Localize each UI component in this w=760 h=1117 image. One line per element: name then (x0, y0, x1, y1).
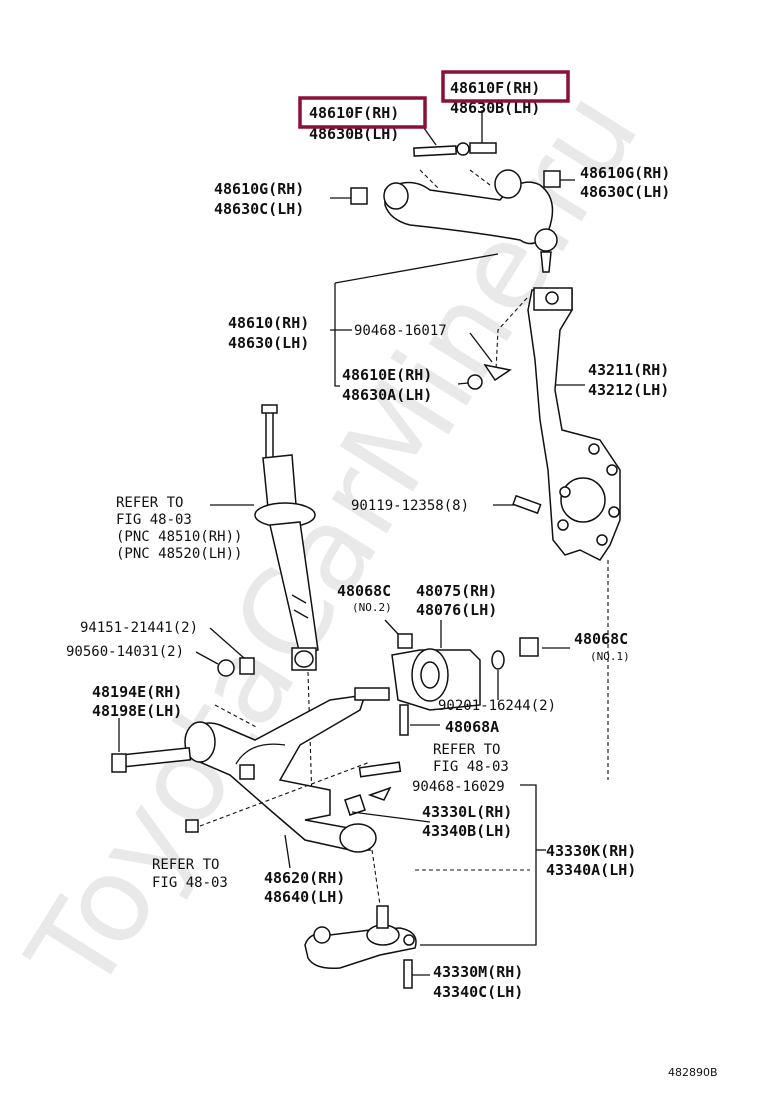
bracket-48610 (334, 283, 340, 387)
leader-48610 (334, 253, 499, 284)
label-48630C-right: 48630C(LH) (580, 183, 670, 201)
diagram-id: 482890B (668, 1066, 718, 1079)
refer-line-3: (PNC 48510(RH)) (116, 529, 242, 545)
lower-arm-bushing (384, 619, 570, 736)
clip-90468-16017 (457, 332, 512, 390)
label-94151: 94151-21441(2) (80, 620, 198, 636)
label-48620: 48620(RH) (264, 869, 345, 887)
label-48610F-left[interactable]: 48610F(RH) (309, 104, 399, 122)
label-48068A: 48068A (445, 718, 499, 736)
label-48640: 48640(LH) (264, 888, 345, 906)
label-48076: 48076(LH) (416, 601, 497, 619)
label-48630: 48630(LH) (228, 334, 309, 352)
label-90468-16017: 90468-16017 (354, 323, 447, 339)
shock-absorber (210, 404, 319, 801)
label-48630B-left: 48630B(LH) (309, 125, 399, 143)
refer-low-1: REFER TO (152, 857, 219, 873)
labels: 48610F(RH) 48630B(LH) 48610F(RH) 48630B(… (66, 79, 718, 1079)
label-48198E: 48198E(LH) (92, 702, 182, 720)
upper-control-arm (383, 169, 558, 273)
highlight-box-right[interactable] (441, 70, 570, 103)
bracket-43330K (420, 784, 537, 946)
lower-control-arm (184, 687, 390, 853)
label-48610G-right: 48610G(RH) (580, 164, 670, 182)
label-43211: 43211(RH) (588, 361, 669, 379)
lower-arm-bolt (111, 704, 259, 773)
label-90201: 90201-16244(2) (438, 698, 556, 714)
label-43340C: 43340C(LH) (433, 983, 523, 1001)
label-48630B-right: 48630B(LH) (450, 99, 540, 117)
lower-ball-joint (304, 849, 530, 989)
label-48630A: 48630A(LH) (342, 386, 432, 404)
label-90119: 90119-12358(8) (351, 498, 469, 514)
label-90560: 90560-14031(2) (66, 644, 184, 660)
label-no2: (NO.2) (352, 601, 392, 614)
upper-arm-bolts (413, 110, 497, 157)
refer-line-1: REFER TO (116, 495, 183, 511)
highlight-box-left[interactable] (298, 96, 427, 129)
stabilizer-nuts (195, 627, 255, 677)
label-43330L: 43330L(RH) (422, 803, 512, 821)
label-48610F-right[interactable]: 48610F(RH) (450, 79, 540, 97)
label-43340A: 43340A(LH) (546, 861, 636, 879)
label-43330K: 43330K(RH) (546, 842, 636, 860)
refer-mid-2: FIG 48-03 (433, 759, 509, 775)
label-48610G-left: 48610G(RH) (214, 180, 304, 198)
label-48068C-top: 48068C (337, 582, 391, 600)
upper-bushings (330, 170, 575, 205)
label-48068C-right: 48068C (574, 630, 628, 648)
label-48610: 48610(RH) (228, 314, 309, 332)
refer-line-4: (PNC 48520(LH)) (116, 546, 242, 562)
lower-arm-fasteners (185, 761, 431, 869)
label-48194E: 48194E(RH) (92, 683, 182, 701)
label-48075: 48075(RH) (416, 582, 497, 600)
label-43212: 43212(LH) (588, 381, 669, 399)
refer-line-2: FIG 48-03 (116, 512, 192, 528)
refer-mid-1: REFER TO (433, 742, 500, 758)
label-90468-16029: 90468-16029 (412, 779, 505, 795)
steering-knuckle (495, 287, 621, 780)
label-43340B: 43340B(LH) (422, 822, 512, 840)
refer-low-2: FIG 48-03 (152, 875, 228, 891)
label-48610E: 48610E(RH) (342, 366, 432, 384)
label-no1: (NO.1) (590, 650, 630, 663)
label-48630C-left: 48630C(LH) (214, 200, 304, 218)
bolt-90119 (493, 494, 542, 515)
label-43330M: 43330M(RH) (433, 963, 523, 981)
